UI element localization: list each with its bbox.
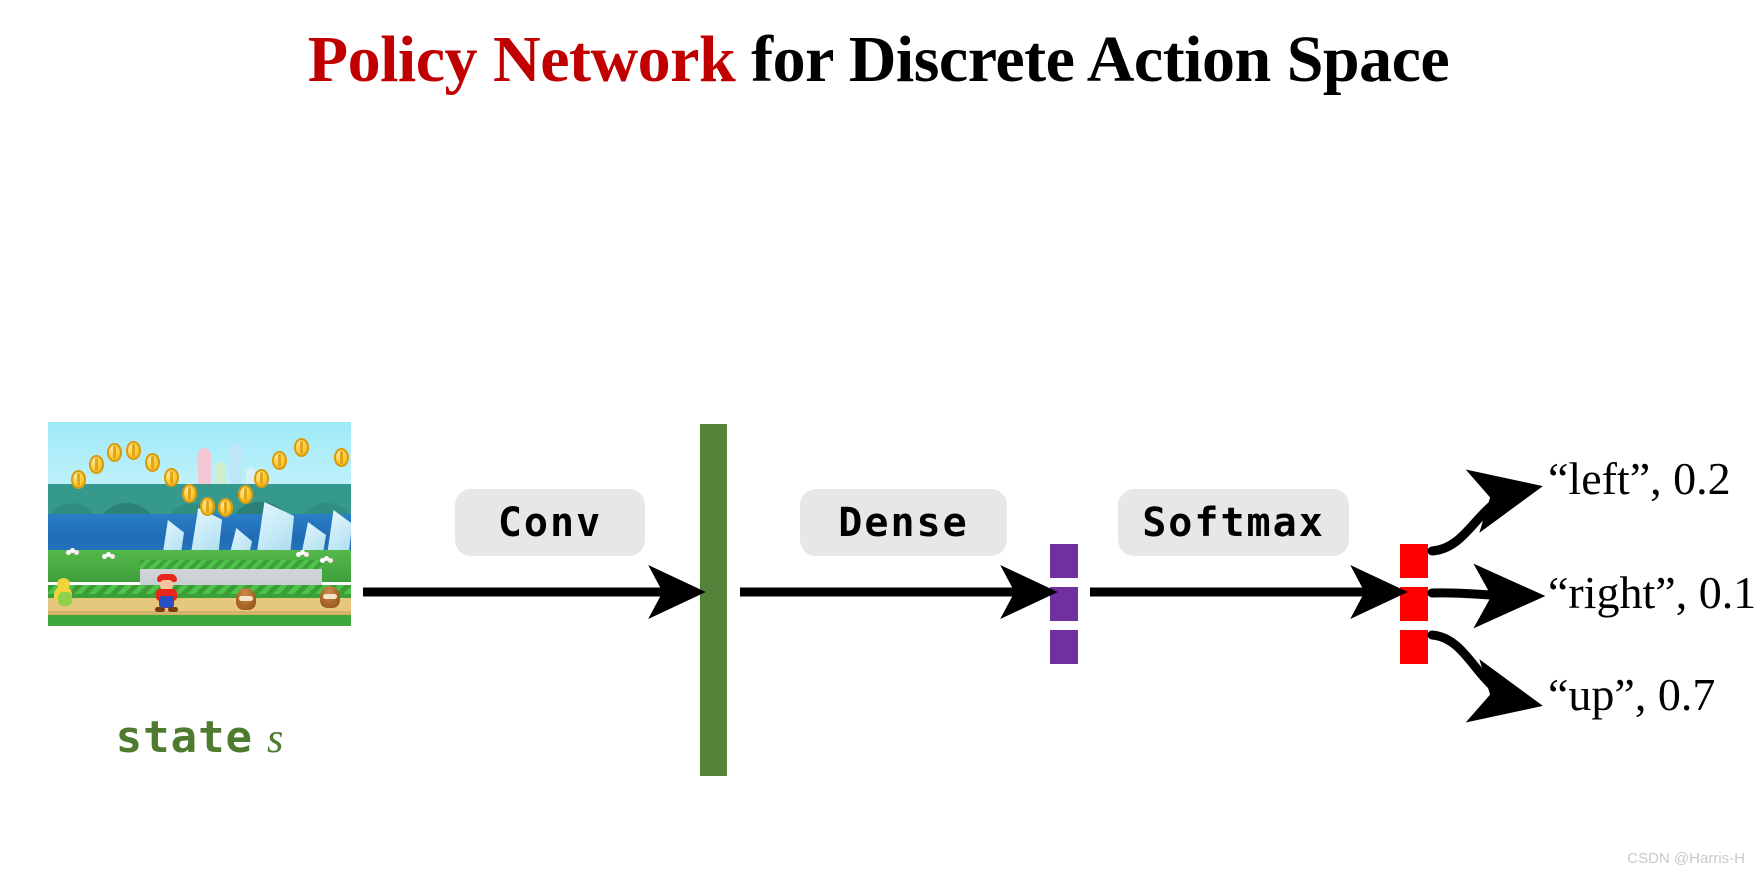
coin-icon <box>218 498 233 517</box>
game-ground <box>48 585 351 626</box>
page-title: Policy Network for Discrete Action Space <box>0 22 1757 98</box>
mario-shoe <box>155 607 165 612</box>
layer-box-dense[interactable]: Dense <box>800 489 1007 556</box>
conv-feature-bar <box>700 424 727 776</box>
mario-shoe <box>168 607 178 612</box>
mario-cap <box>157 574 177 582</box>
flower-decor <box>106 552 111 557</box>
coin-icon <box>334 448 349 467</box>
dense-unit-column <box>1050 544 1078 664</box>
coin-icon <box>107 443 122 462</box>
state-game-screenshot <box>48 422 351 626</box>
watermark: CSDN @Harris-H <box>1627 850 1745 867</box>
coin-icon <box>164 468 179 487</box>
state-caption-word: state <box>115 712 254 763</box>
mario-overalls <box>159 596 174 608</box>
coin-icon <box>200 497 215 516</box>
coin-icon <box>238 485 253 504</box>
output-unit <box>1400 587 1428 621</box>
coin-icon <box>145 453 160 472</box>
dense-unit <box>1050 587 1078 621</box>
arrow-output-up <box>1427 630 1543 723</box>
arrow-output-right <box>1427 563 1546 629</box>
layer-box-conv[interactable]: Conv <box>455 489 645 556</box>
flower-decor <box>300 550 305 555</box>
coin-icon <box>294 438 309 457</box>
page-title-accent: Policy Network <box>307 23 736 96</box>
layer-box-softmax[interactable]: Softmax <box>1118 489 1349 556</box>
state-caption-symbol: s <box>267 716 284 762</box>
coin-icon <box>71 470 86 489</box>
mario-sprite <box>154 574 180 612</box>
page-title-rest: for Discrete Action Space <box>735 23 1450 96</box>
output-label-right: “right”, 0.1 <box>1548 567 1757 618</box>
output-label-up: “up”, 0.7 <box>1548 669 1716 720</box>
dense-unit <box>1050 630 1078 664</box>
mario-face <box>160 580 173 590</box>
coin-icon <box>272 451 287 470</box>
koopa-sprite <box>54 578 74 608</box>
goomba-sprite <box>236 588 256 610</box>
koopa-body <box>58 592 72 606</box>
coin-icon <box>182 484 197 503</box>
goomba-sprite <box>320 586 340 608</box>
coin-icon <box>89 455 104 474</box>
output-label-left: “left”, 0.2 <box>1548 453 1731 504</box>
coin-icon <box>126 441 141 460</box>
output-unit-column <box>1400 544 1428 664</box>
dense-unit <box>1050 544 1078 578</box>
output-unit <box>1400 544 1428 578</box>
arrow-output-left <box>1427 469 1543 556</box>
flower-decor <box>70 548 75 553</box>
output-unit <box>1400 630 1428 664</box>
coin-icon <box>254 469 269 488</box>
flower-decor <box>324 556 329 561</box>
